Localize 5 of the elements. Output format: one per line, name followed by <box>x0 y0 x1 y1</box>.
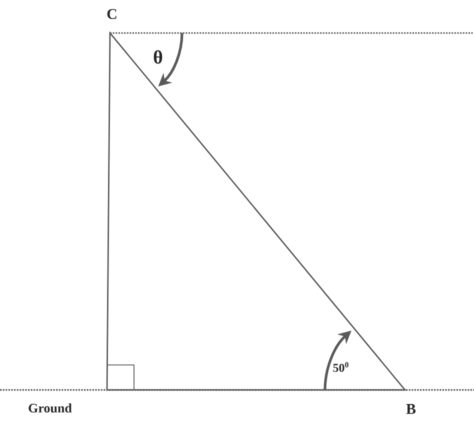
vertex-label: Ground <box>28 403 72 413</box>
vertex-label: C <box>107 8 116 20</box>
vertex-label: 50$^{0}$ <box>333 362 348 372</box>
vertex-label: B <box>406 404 416 414</box>
vertex-label: θ <box>154 50 162 64</box>
